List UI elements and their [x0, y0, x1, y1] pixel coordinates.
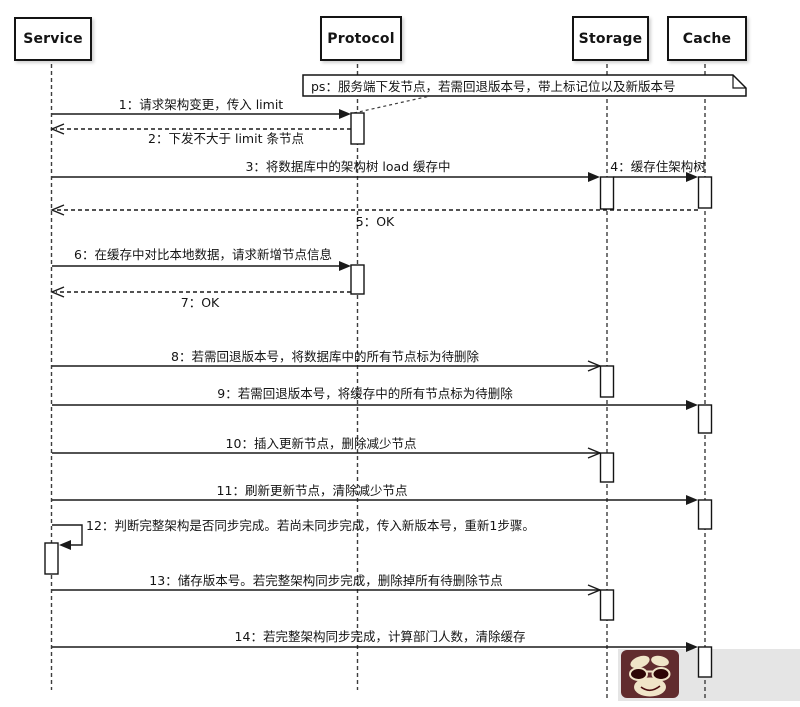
message-11 [52, 495, 698, 505]
message-5 [50, 204, 698, 216]
arrowhead-filled [339, 261, 351, 271]
arrowhead-open [50, 286, 65, 298]
message-7 [50, 286, 351, 298]
participant-label-storage: Storage [578, 30, 643, 47]
activation-cache-1 [697, 176, 713, 209]
participant-box-service: Service [14, 17, 92, 61]
participant-label-cache: Cache [682, 30, 732, 47]
activation-cache-4 [697, 646, 713, 678]
message-label-3: 3：将数据库中的架构树 load 缓存中 [245, 159, 451, 174]
message-label-12: 12：判断完整架构是否同步完成。若尚未同步完成，传入新版本号，重新1步骤。 [86, 518, 535, 533]
arrowhead-open [50, 204, 65, 216]
activation-service-self [44, 542, 59, 575]
message-label-8: 8：若需回退版本号，将数据库中的所有节点标为待删除 [171, 349, 479, 364]
activation-cache-2 [697, 404, 713, 434]
message-9 [52, 400, 698, 410]
message-label-5: 5：OK [355, 214, 395, 229]
message-label-10: 10：插入更新节点，删除减少节点 [225, 436, 417, 451]
arrowhead-filled [686, 495, 698, 505]
message-label-2: 2：下发不大于 limit 条节点 [148, 131, 304, 146]
arrowhead-filled [686, 172, 698, 182]
activation-storage-4 [599, 589, 615, 621]
activation-protocol-2 [350, 264, 365, 295]
message-1 [52, 109, 351, 119]
message-label-13: 13：储存版本号。若完整架构同步完成，删除掉所有待删除节点 [149, 573, 503, 588]
note-text: ps：服务端下发节点，若需回退版本号，带上标记位以及新版本号 [311, 79, 676, 94]
arrowhead-filled [686, 642, 698, 652]
message-label-11: 11：刷新更新节点，清除减少节点 [216, 483, 408, 498]
message-14 [52, 642, 698, 652]
activation-storage-3 [599, 452, 615, 483]
note-anchor-line [353, 95, 431, 114]
monkey-face-icon [621, 650, 679, 698]
activation-storage-2 [599, 365, 615, 398]
message-label-9: 9：若需回退版本号，将缓存中的所有节点标为待删除 [217, 386, 513, 401]
message-label-1: 1：请求架构变更，传入 limit [118, 97, 284, 112]
message-4 [613, 172, 698, 182]
message-label-7: 7：OK [180, 295, 220, 310]
activation-cache-3 [697, 499, 713, 530]
message-2 [50, 123, 351, 135]
activation-storage-1 [599, 176, 615, 210]
message-12-self-loop [52, 524, 83, 550]
arrowhead-filled [686, 400, 698, 410]
arrowhead-filled [339, 109, 351, 119]
participant-box-cache: Cache [667, 16, 747, 61]
arrowhead-filled [588, 172, 600, 182]
participant-box-protocol: Protocol [320, 16, 402, 61]
note-shape [302, 74, 747, 114]
participant-label-protocol: Protocol [327, 30, 395, 47]
message-label-6: 6：在缓存中对比本地数据，请求新增节点信息 [74, 247, 332, 262]
message-3 [52, 172, 600, 182]
arrowhead-open [50, 123, 65, 135]
participant-label-service: Service [23, 31, 83, 47]
message-label-14: 14：若完整架构同步完成，计算部门人数，清除缓存 [234, 629, 526, 644]
message-label-4: 4：缓存住架构树 [610, 159, 706, 174]
participant-box-storage: Storage [572, 16, 649, 61]
message-6 [52, 261, 351, 271]
activation-protocol-1 [350, 112, 365, 145]
arrowhead-filled [59, 540, 71, 550]
